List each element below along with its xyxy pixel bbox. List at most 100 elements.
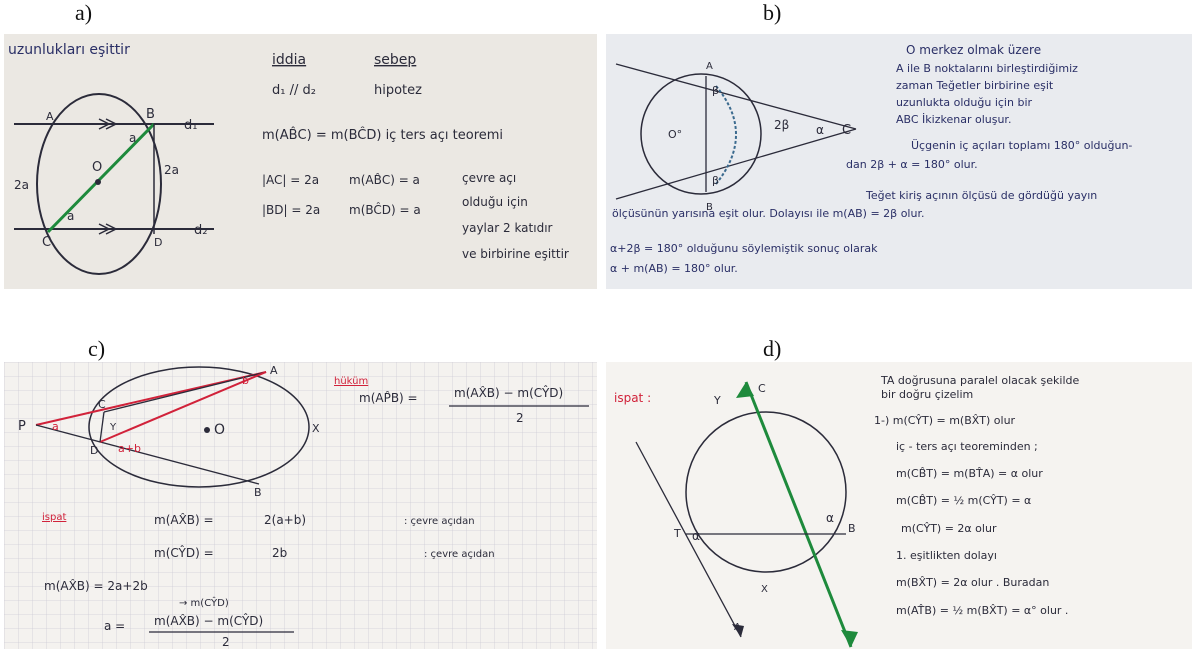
a-dil-de: d₁ // d₂: [272, 83, 316, 98]
c-row4-numerator: m(AX̂B) − m(CŶD): [154, 613, 263, 628]
panel-label-b: b): [763, 0, 782, 25]
b-text-11: α + m(AB) = 180° olur.: [610, 262, 738, 275]
c-angle-a: a: [52, 420, 59, 433]
d-text-6: m(CB̂T) = ½ m(CŶT) = α: [896, 494, 1031, 507]
a-side-left: 2a: [14, 178, 29, 192]
b-point-O: O°: [668, 128, 682, 141]
b-beta-bottom: β: [712, 174, 719, 187]
c-row2-left: m(CŶD) =: [154, 545, 214, 560]
d-text-4: iç - ters açı teoreminden ;: [896, 440, 1038, 453]
d-point-A: A: [734, 622, 741, 633]
c-formula-numerator: m(AX̂B) − m(CŶD): [454, 385, 563, 400]
c-row3: m(AX̂B) = 2a+2b: [44, 579, 148, 593]
c-row1-left: m(AX̂B) =: [154, 513, 214, 527]
c-row2-reason: : çevre açıdan: [424, 549, 495, 560]
d-alpha-T: α: [692, 529, 700, 543]
b-beta-top: β: [712, 84, 719, 97]
c-formula-denominator: 2: [516, 411, 524, 425]
d-text-3: 1-) m(CŶT) = m(BX̂T) olur: [874, 414, 1016, 427]
panel-d-figure: ispat : Y C T B X A α α TA doğrusuna par…: [614, 374, 1079, 648]
d-point-B: B: [848, 522, 856, 535]
d-text-7: m(CŶT) = 2α olur: [901, 522, 997, 535]
c-row1-reason: : çevre açıdan: [404, 516, 475, 527]
b-point-B: B: [706, 202, 713, 213]
c-angle-ab: a+b: [118, 442, 141, 455]
a-sebep-heading: sebep: [374, 52, 416, 68]
c-point-O: O: [214, 422, 225, 438]
c-point-D: D: [90, 444, 98, 457]
c-ispat: ispat: [42, 512, 66, 523]
a-point-C: C: [42, 235, 51, 250]
panel-d-photo: ispat : Y C T B X A α α TA doğrusuna par…: [606, 362, 1192, 649]
d-text-2: bir doğru çizelim: [881, 388, 973, 401]
panel-c-photo: P A B C D O X Y a a+b b hüküm m(AP̂B) = …: [4, 362, 597, 649]
b-text-1: O merkez olmak üzere: [906, 43, 1041, 57]
a-hipotez: hipotez: [374, 83, 422, 98]
a-label-d1: d₁: [184, 118, 197, 133]
b-two-beta: 2β: [774, 118, 789, 132]
a-point-O: O: [92, 160, 102, 175]
c-angle-b: b: [242, 374, 249, 387]
d-text-8: 1. eşitlikten dolayı: [896, 549, 997, 562]
b-alpha: α: [816, 123, 824, 137]
c-row1-value: 2(a+b): [264, 513, 306, 527]
c-point-X: X: [312, 422, 320, 435]
d-ispat: ispat :: [614, 391, 651, 405]
b-text-10: α+2β = 180° olduğunu söylemiştik sonuç o…: [610, 242, 878, 255]
c-hukum: hüküm: [334, 376, 368, 387]
d-alpha-B: α: [826, 511, 834, 525]
b-text-9: ölçüsünün yarısına eşit olur. Dolayısı i…: [612, 207, 924, 220]
b-text-2: A ile B noktalarını birleştirdiğimiz: [896, 62, 1078, 75]
a-line-2b: m(AB̂C) = a: [349, 173, 420, 187]
a-line-1: m(AB̂C) = m(BĈD) iç ters açı teoremi: [262, 127, 503, 143]
b-text-5: ABC İkizkenar oluşur.: [896, 113, 1011, 126]
panel-label-d: d): [763, 336, 782, 361]
a-line-2c: çevre açı: [462, 171, 516, 185]
panel-a-figure: uzunlukları eşittir A B C D O d₁ d₂ 2a 2…: [8, 42, 569, 275]
panel-a-photo: uzunlukları eşittir A B C D O d₁ d₂ 2a 2…: [4, 34, 597, 289]
c-point-A: A: [270, 364, 278, 377]
c-point-P: P: [18, 419, 26, 434]
a-top-left-note: uzunlukları eşittir: [8, 42, 130, 58]
a-label-d2: d₂: [194, 223, 207, 238]
b-text-3: zaman Teğetler birbirine eşit: [896, 79, 1054, 92]
c-formula-left: m(AP̂B) =: [359, 391, 418, 405]
d-text-5: m(CB̂T) = m(BT̂A) = α olur: [896, 467, 1043, 480]
c-row3-arrow: → m(CŶD): [179, 596, 229, 609]
panel-b-photo: A B C O° β β 2β α O merkez olmak üzere A…: [606, 34, 1192, 289]
b-text-6: Üçgenin iç açıları toplamı 180° olduğun-: [911, 139, 1132, 152]
a-line-3a: |BD| = 2a: [262, 203, 320, 217]
c-point-C: C: [98, 398, 106, 411]
d-text-10: m(AT̂B) = ½ m(BX̂T) = α° olur .: [896, 604, 1068, 617]
a-point-D: D: [154, 236, 162, 249]
a-angle-bottom: a: [67, 209, 74, 223]
a-line-3c: olduğu için: [462, 195, 528, 209]
d-text-1: TA doğrusuna paralel olacak şekilde: [880, 374, 1079, 387]
c-row4-left: a =: [104, 619, 125, 633]
c-point-Y: Y: [109, 422, 117, 433]
panel-label-a: a): [75, 0, 93, 25]
b-point-A: A: [706, 61, 713, 72]
d-text-9: m(BX̂T) = 2α olur . Buradan: [896, 576, 1049, 589]
a-side-right: 2a: [164, 163, 179, 177]
a-point-B: B: [146, 107, 155, 122]
a-point-A: A: [46, 110, 54, 123]
panel-c-figure: P A B C D O X Y a a+b b hüküm m(AP̂B) = …: [4, 362, 597, 649]
a-iddia-heading: iddia: [272, 52, 306, 68]
d-point-Y: Y: [713, 394, 721, 407]
b-point-C: C: [842, 123, 851, 138]
d-point-C: C: [758, 382, 766, 395]
a-angle-top: a: [129, 131, 136, 145]
panel-b-figure: A B C O° β β 2β α O merkez olmak üzere A…: [610, 43, 1132, 275]
b-text-7: dan 2β + α = 180° olur.: [846, 158, 978, 171]
c-point-B: B: [254, 486, 262, 499]
c-row4-denominator: 2: [222, 635, 230, 649]
a-line-3b: m(BĈD) = a: [349, 202, 421, 217]
b-text-4: uzunlukta olduğu için bir: [896, 96, 1032, 109]
d-point-X: X: [761, 584, 768, 595]
panel-label-c: c): [88, 336, 106, 361]
a-line-5: ve birbirine eşittir: [462, 247, 569, 261]
d-point-T: T: [673, 527, 681, 540]
a-line-2a: |AC| = 2a: [262, 173, 319, 187]
b-text-8: Teğet kiriş açının ölçüsü de gördüğü yay…: [865, 189, 1097, 202]
